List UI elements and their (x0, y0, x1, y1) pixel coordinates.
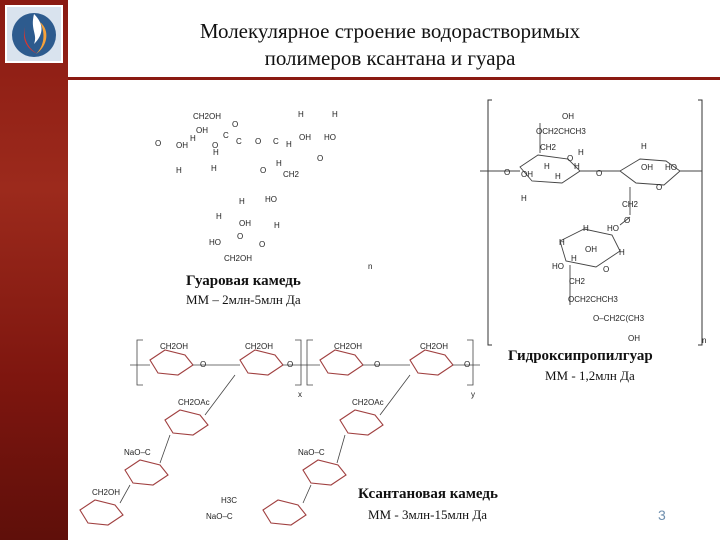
hpg-atom: O (504, 168, 511, 177)
guar-atom: O (155, 139, 162, 148)
hpg-atom: OH (628, 334, 640, 343)
xanthan-atom: CH2OH (92, 488, 121, 497)
guar-atom: HO (324, 133, 336, 142)
hpg-atom: CH2 (569, 277, 586, 286)
guar-atom: OH (176, 141, 188, 150)
hpg-atom: O (624, 216, 631, 225)
hpg-atom: OH (585, 245, 597, 254)
xanthan-atom: NaO–C (124, 448, 151, 457)
xanthan-atom: CH2OAc (352, 398, 384, 407)
hpg-atom: H (578, 148, 584, 157)
hpg-atom: n (702, 336, 707, 345)
guar-atom: O (317, 154, 324, 163)
xanthan-skeleton (79, 339, 480, 526)
hpg-atom: O (596, 169, 603, 178)
guar-atom: C (273, 137, 279, 146)
xanthan-atom: O (287, 360, 294, 369)
page-number: 3 (658, 507, 666, 523)
guar-atom: H (216, 212, 222, 221)
guar-atom: H (190, 134, 196, 143)
hpg-atom: H (583, 224, 589, 233)
hpg-atom: CH2 (622, 200, 639, 209)
guar-name: Гуаровая камедь (186, 273, 301, 289)
hpg-atom: OCH2CHCH3 (536, 127, 586, 136)
xanthan-atom: NaO–C (298, 448, 325, 457)
xanthan-atom: CH2OH (245, 342, 274, 351)
guar-atom: n (368, 262, 373, 271)
guar-atom: H (286, 140, 292, 149)
guar-atom: HO (265, 195, 277, 204)
title-divider (68, 77, 720, 80)
xanthan-mm: ММ - 3млн-15млн Да (368, 507, 488, 522)
xanthan-atom: H3C (221, 496, 238, 505)
xanthan-atom: O (464, 360, 471, 369)
slide-title: Молекулярное строение водорастворимых по… (100, 18, 680, 72)
guar-atom: H (176, 166, 182, 175)
xanthan-name: Ксантановая камедь (358, 486, 498, 502)
xanthan-atom: CH2OAc (178, 398, 210, 407)
guar-atom: O (255, 137, 262, 146)
guar-mm: ММ – 2млн-5млн Да (186, 292, 301, 307)
hpg-atom: H (521, 194, 527, 203)
xanthan-atom: NaO–C (206, 512, 233, 521)
guar-atom: O (212, 141, 219, 150)
xanthan-atom: y (471, 390, 475, 399)
xanthan-atom: x (298, 390, 302, 399)
hpg-atom: H (544, 162, 550, 171)
guar-atom: O (259, 240, 266, 249)
title-line-2: полимеров ксантана и гуара (264, 46, 516, 70)
hpg-atom: H (619, 248, 625, 257)
hpg-atom: O (567, 154, 574, 163)
guar-atom: H (239, 197, 245, 206)
hpg-atom: CH2 (540, 143, 557, 152)
hpg-name: Гидроксипропилгуар (508, 348, 653, 364)
guar-atom: CH2OH (224, 254, 253, 263)
guar-atom: C (236, 137, 242, 146)
xanthan-atom: CH2OH (420, 342, 449, 351)
hpg-atom: HO (665, 163, 677, 172)
hpg-atom: O (603, 265, 610, 274)
hpg-atom: HO (552, 262, 564, 271)
flame-logo-icon (5, 5, 63, 63)
xanthan-atom: CH2OH (160, 342, 189, 351)
hpg-atom: OH (521, 170, 533, 179)
guar-atom: H (332, 110, 338, 119)
guar-atom: O (237, 232, 244, 241)
hpg-atom: H (555, 172, 561, 181)
xanthan-atom: O (374, 360, 381, 369)
hpg-atom: HO (607, 224, 619, 233)
hpg-atom: OH (641, 163, 653, 172)
guar-atom: O (232, 120, 239, 129)
hpg-atom: H (571, 254, 577, 263)
guar-atom: CH2 (283, 170, 300, 179)
guar-atom: C (223, 131, 229, 140)
xanthan-atom: CH2OH (334, 342, 363, 351)
hpg-atom: H (574, 162, 580, 171)
hpg-atom: H (559, 238, 565, 247)
guar-atom: OH (196, 126, 208, 135)
xanthan-atom: O (200, 360, 207, 369)
guar-atom: H (276, 159, 282, 168)
guar-atom: H (211, 164, 217, 173)
hpg-atom: O–CH2C(CH3 (593, 314, 645, 323)
guar-atom: O (260, 166, 267, 175)
hpg-atom: OCH2CHCH3 (568, 295, 618, 304)
guar-atom: OH (239, 219, 251, 228)
title-line-1: Молекулярное строение водорастворимых (199, 19, 581, 43)
guar-atom: OH (299, 133, 311, 142)
hpg-atom: O (656, 183, 663, 192)
hpg-atom: OH (562, 112, 574, 121)
guar-atom: CH2OH (193, 112, 222, 121)
hpg-atom: H (641, 142, 647, 151)
hpg-skeleton (480, 99, 703, 346)
guar-atom: H (213, 148, 219, 157)
guar-atom: H (274, 221, 280, 230)
guar-atom: H (298, 110, 304, 119)
hpg-mm: ММ - 1,2млн Да (545, 368, 635, 383)
guar-atom: HO (209, 238, 221, 247)
sidebar-band (0, 0, 68, 540)
